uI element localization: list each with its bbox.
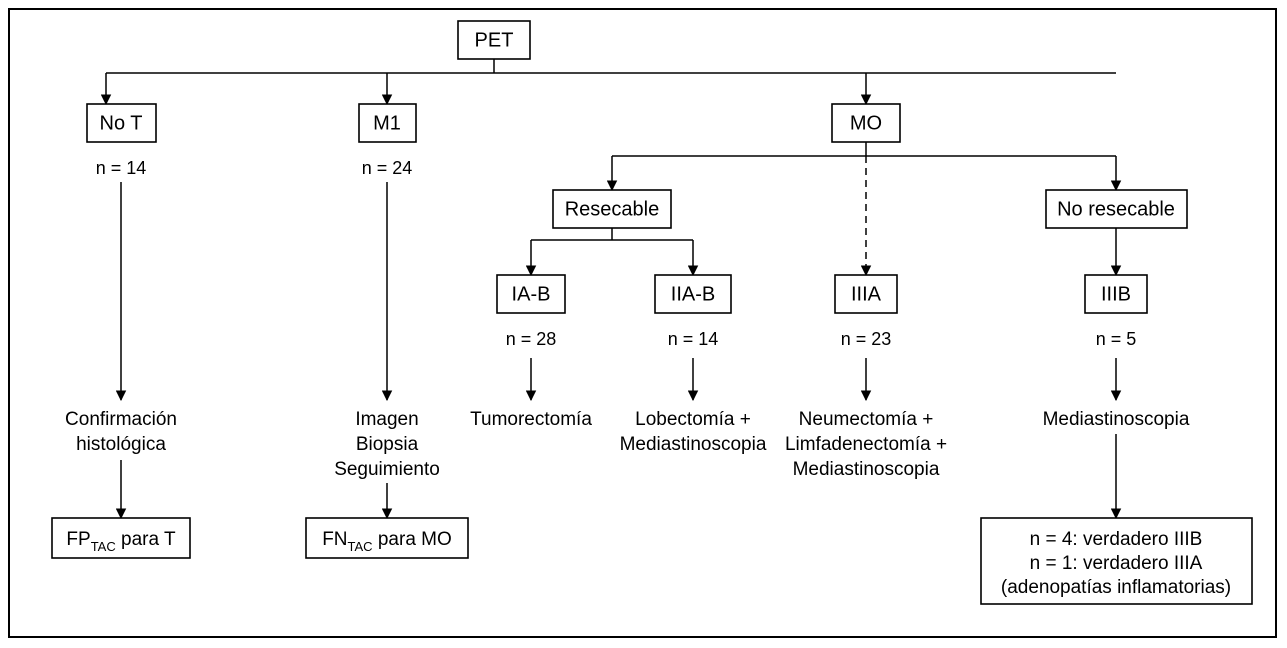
result-verdadero-line-2: n = 1: verdadero IIIA: [1030, 553, 1203, 574]
node-ia-b[interactable]: IA-B: [496, 274, 566, 314]
node-mo[interactable]: MO: [831, 103, 901, 143]
action-neumectomia-line-2: Limfadenectomía +: [785, 434, 947, 455]
edge-resecable-bus: [531, 228, 693, 241]
node-no-t-label: No T: [100, 112, 143, 134]
action-imagen-line-3: Seguimiento: [334, 459, 440, 480]
edge-pet-bus: [106, 59, 1116, 74]
result-fp-tac-suffix: para T: [121, 529, 176, 550]
action-neumectomia-line-1: Neumectomía +: [799, 409, 934, 430]
action-imagen-line-2: Biopsia: [356, 434, 419, 455]
action-neumectomia-line-3: Mediastinoscopia: [793, 459, 940, 480]
node-iia-b-label: IIA-B: [671, 283, 715, 305]
count-iia-b: n = 14: [668, 329, 719, 349]
result-fp-tac-prefix: FP: [66, 529, 90, 550]
action-lobectomia-line-2: Mediastinoscopia: [620, 434, 767, 455]
diagram-border: [8, 8, 1277, 638]
action-tumorectomia: Tumorectomía: [470, 409, 592, 430]
node-m1[interactable]: M1: [358, 103, 417, 143]
result-verdadero-box[interactable]: n = 4: verdadero IIIB n = 1: verdadero I…: [980, 517, 1253, 605]
count-ia-b: n = 28: [506, 329, 557, 349]
edge-mo-bus: [612, 142, 1116, 157]
node-no-t[interactable]: No T: [86, 103, 157, 143]
action-mediastinoscopia-line-1: Mediastinoscopia: [1043, 409, 1190, 430]
count-no-t: n = 14: [96, 158, 147, 178]
result-fn-tac-text: FNTAC para MO: [322, 529, 452, 554]
node-iia-b[interactable]: IIA-B: [654, 274, 732, 314]
node-iiia[interactable]: IIIA: [834, 274, 898, 314]
node-pet[interactable]: PET: [457, 20, 531, 60]
count-iiib: n = 5: [1096, 329, 1137, 349]
node-resecable-label: Resecable: [565, 198, 660, 220]
node-iiib[interactable]: IIIB: [1084, 274, 1148, 314]
node-m1-label: M1: [373, 112, 401, 134]
node-iiia-label: IIIA: [851, 283, 882, 305]
node-iiib-label: IIIB: [1101, 283, 1131, 305]
action-imagen: Imagen Biopsia Seguimiento: [334, 409, 440, 480]
result-fp-tac-subscript: TAC: [91, 539, 116, 554]
action-tumorectomia-line-1: Tumorectomía: [470, 409, 592, 430]
action-imagen-line-1: Imagen: [355, 409, 418, 430]
node-ia-b-label: IA-B: [512, 283, 551, 305]
node-mo-label: MO: [850, 112, 882, 134]
action-confirmacion: Confirmación histológica: [65, 409, 177, 455]
action-lobectomia-line-1: Lobectomía +: [635, 409, 751, 430]
result-fn-tac-prefix: FN: [322, 529, 347, 550]
result-fn-tac[interactable]: FNTAC para MO: [305, 517, 469, 559]
action-neumectomia: Neumectomía + Limfadenectomía + Mediasti…: [785, 409, 947, 480]
node-pet-label: PET: [475, 29, 514, 51]
result-fn-tac-subscript: TAC: [348, 539, 373, 554]
action-mediastinoscopia: Mediastinoscopia: [1043, 409, 1190, 430]
count-iiia: n = 23: [841, 329, 892, 349]
result-fp-tac[interactable]: FPTAC para T: [51, 517, 191, 559]
action-confirmacion-line-1: Confirmación: [65, 409, 177, 430]
node-no-resecable-label: No resecable: [1057, 198, 1175, 220]
result-fp-tac-text: FPTAC para T: [66, 529, 176, 554]
action-confirmacion-line-2: histológica: [76, 434, 166, 455]
count-m1: n = 24: [362, 158, 413, 178]
action-lobectomia: Lobectomía + Mediastinoscopia: [620, 409, 767, 455]
result-fn-tac-suffix: para MO: [378, 529, 452, 550]
result-verdadero-line-1: n = 4: verdadero IIIB: [1030, 529, 1203, 550]
node-resecable[interactable]: Resecable: [552, 189, 672, 229]
node-no-resecable[interactable]: No resecable: [1045, 189, 1188, 229]
result-verdadero-line-3: (adenopatías inflamatorias): [1001, 577, 1231, 598]
